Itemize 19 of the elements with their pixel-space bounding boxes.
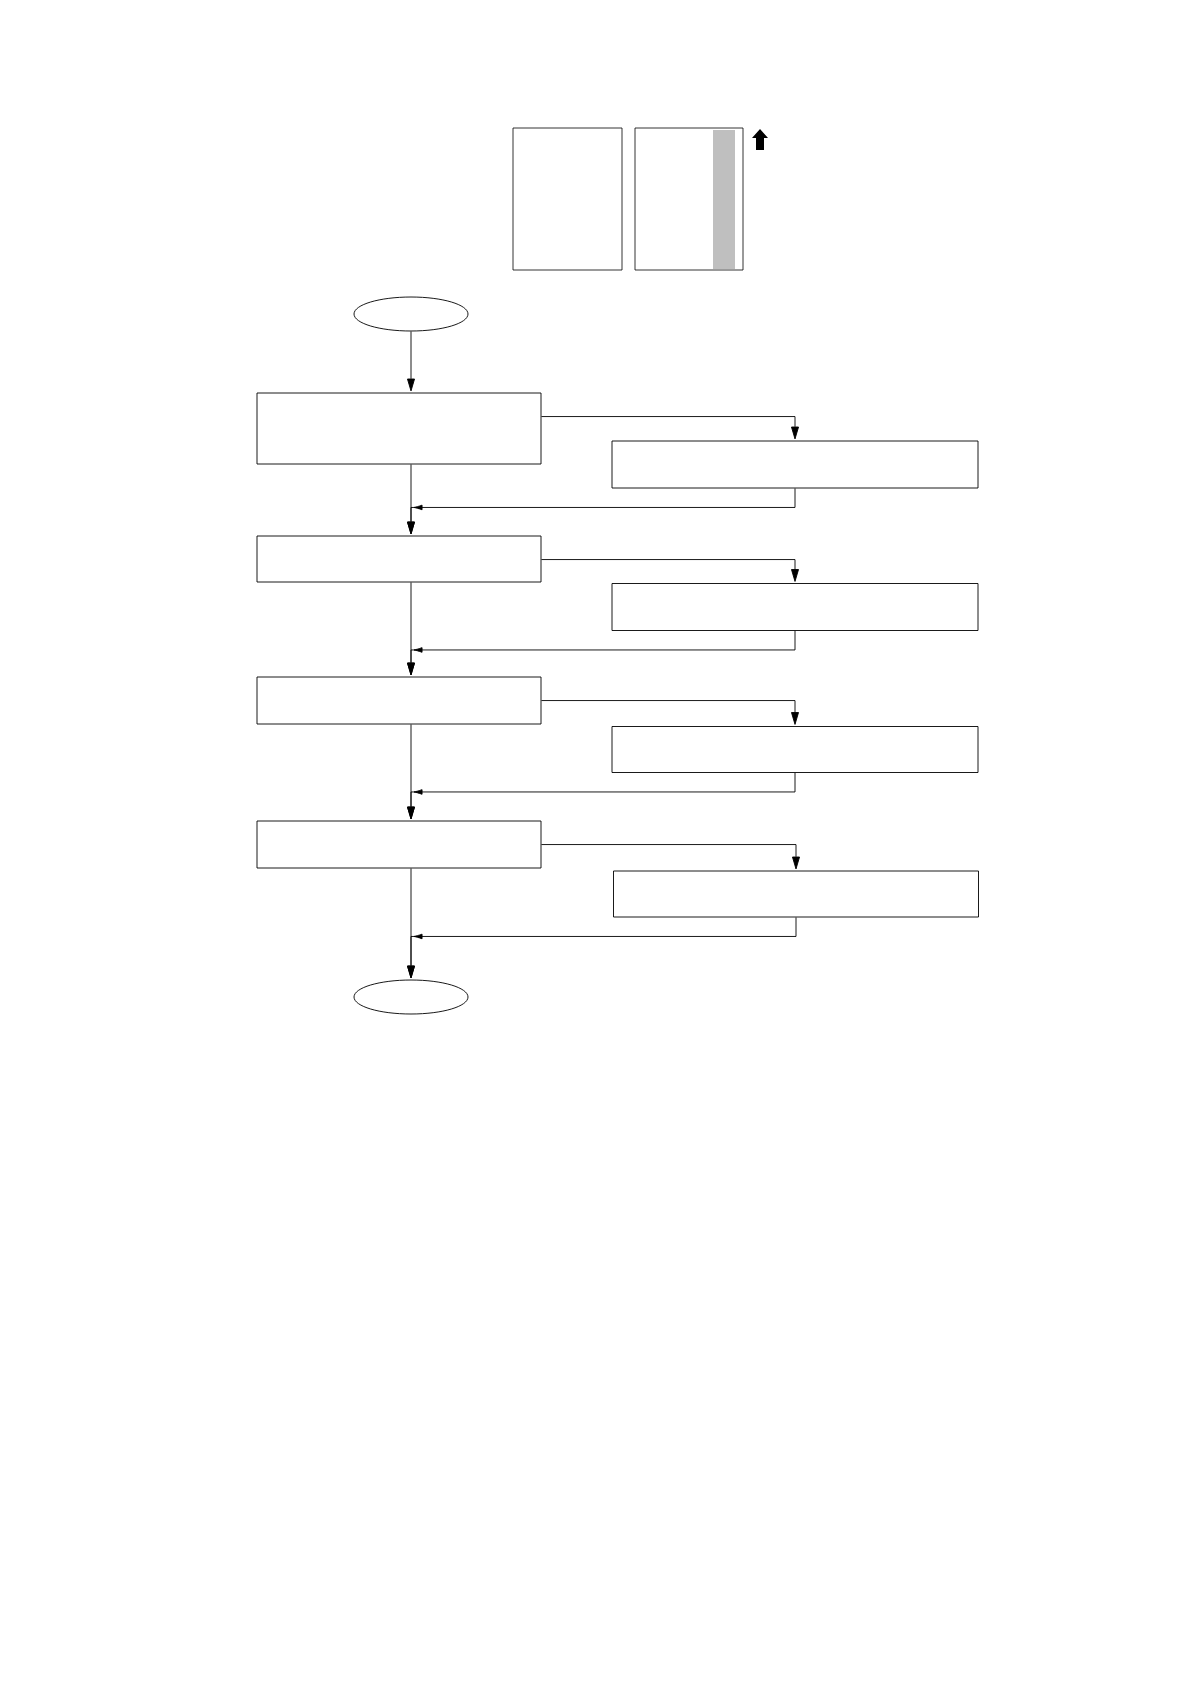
arrow (407, 724, 415, 820)
process-box (256, 392, 542, 465)
process-box (256, 676, 542, 725)
process-box (611, 726, 979, 773)
process-box (256, 820, 542, 869)
process-box (611, 583, 979, 631)
terminal-ellipse (353, 296, 469, 332)
arrow (407, 868, 415, 979)
arrow (407, 331, 415, 392)
arrow (541, 844, 800, 870)
arrow (407, 582, 415, 676)
terminal-ellipse (353, 979, 469, 1015)
process-box (256, 535, 542, 583)
arrow (407, 464, 415, 535)
process-box (611, 440, 979, 489)
process-box (613, 870, 979, 918)
arrow (541, 559, 799, 582)
arrow (541, 416, 799, 440)
arrow (541, 700, 799, 725)
